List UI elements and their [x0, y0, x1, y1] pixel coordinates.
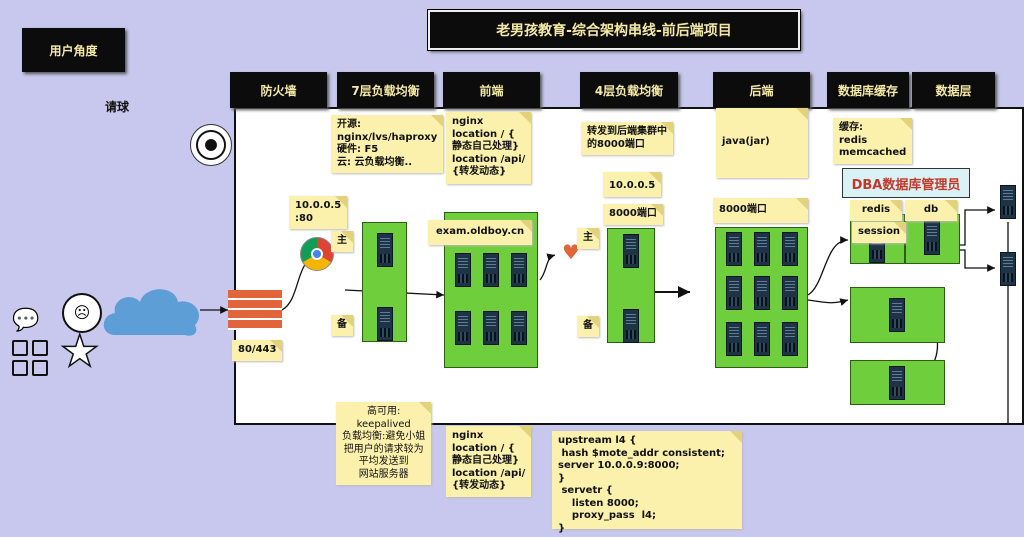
- chat-icon: 💬: [12, 308, 40, 333]
- page-title: 老男孩教育-综合架构串线-前后端项目: [427, 9, 801, 51]
- chrome-icon: [300, 237, 334, 271]
- lb4-cluster: [607, 228, 655, 343]
- note-domain: exam.oldboy.cn: [428, 220, 533, 245]
- note-db: db: [905, 200, 957, 221]
- note-lb4-ip: 10.0.0.5: [603, 172, 661, 197]
- note-upstream-config: upstream l4 { hash $mote_addr consistent…: [552, 431, 742, 534]
- header-firewall: 防火墙: [230, 72, 327, 108]
- note-frontend-nginx-2: nginx location / { 静态自己处理} location /api…: [446, 426, 532, 497]
- note-backend-port: 8000端口: [713, 198, 808, 223]
- note-lb7-options: 开源: nginx/lvs/haproxy 硬件: F5 云: 云负载均衡..: [331, 115, 444, 173]
- db-replica-1: [850, 287, 945, 343]
- db-replica-2: [850, 360, 945, 405]
- note-backend-java: java(jar): [716, 108, 808, 178]
- server-icon: [377, 233, 393, 267]
- header-db-cache: 数据库缓存: [827, 72, 909, 108]
- note-master-1: 主: [331, 231, 353, 252]
- apps-grid-icon: [12, 340, 48, 376]
- note-high-availability: 高可用: keepalived 负载均衡:避免小姐 把用户的请求较为 平均发送到…: [336, 402, 432, 485]
- note-session: session: [852, 222, 907, 243]
- dba-label: DBA数据库管理员: [842, 168, 970, 198]
- header-backend: 后端: [713, 72, 810, 108]
- lb7-cluster: [362, 222, 407, 342]
- header-lb4: 4层负载均衡: [580, 72, 678, 108]
- soccer-ball-icon: [190, 124, 232, 166]
- note-redis: redis: [850, 200, 902, 221]
- star-icon: ★: [59, 326, 100, 377]
- server-icon: [1000, 252, 1016, 286]
- cloud-icon: [100, 280, 205, 340]
- user-face-icon: ☹: [62, 293, 102, 333]
- heartbeat-icon: ♥: [562, 240, 580, 264]
- note-fw-port: 80/443: [232, 340, 283, 361]
- note-backup-1: 备: [331, 315, 353, 336]
- note-master-2: 主: [577, 228, 599, 249]
- header-lb7: 7层负载均衡: [337, 72, 434, 108]
- note-frontend-nginx: nginx location / { 静态自己处理} location /api…: [446, 112, 532, 184]
- header-frontend: 前端: [443, 72, 540, 108]
- server-icon: [1000, 185, 1016, 219]
- backend-cluster: [715, 227, 808, 368]
- header-data-layer: 数据层: [912, 72, 995, 108]
- db-cluster: [905, 214, 960, 264]
- user-view-label: 用户角度: [22, 28, 125, 72]
- note-ip-80: 10.0.0.5 :80: [289, 196, 348, 229]
- note-backup-2: 备: [577, 316, 599, 337]
- frontend-cluster: [444, 212, 538, 368]
- request-label: 请球: [105, 100, 130, 114]
- server-icon: [377, 307, 393, 341]
- note-lb4-port: 8000端口: [603, 204, 663, 225]
- firewall-icon: [228, 290, 282, 330]
- note-cache: 缓存: redis memcached: [833, 118, 913, 164]
- note-lb4-forward: 转发到后端集群中 的8000端口: [581, 122, 673, 155]
